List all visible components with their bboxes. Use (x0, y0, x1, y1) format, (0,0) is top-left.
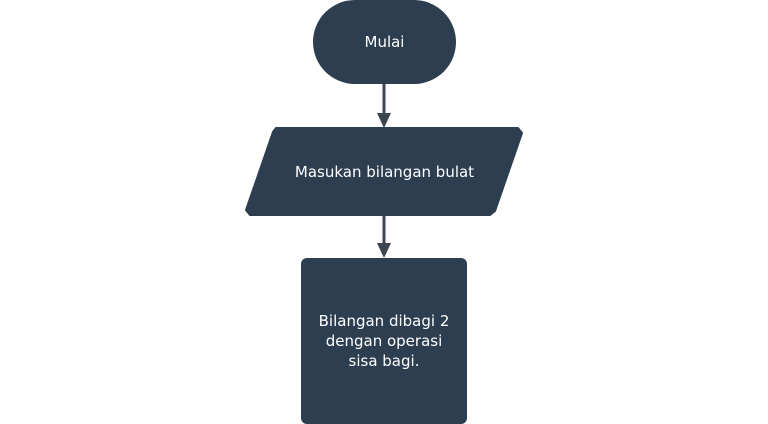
arrow-input-to-process (377, 215, 391, 258)
input-label: Masukan bilangan bulat (294, 162, 475, 181)
process-label: Bilangan dibagi 2 dengan operasi sisa ba… (318, 312, 450, 370)
input-parallelogram-shape (245, 127, 523, 216)
process-node: Bilangan dibagi 2 dengan operasi sisa ba… (301, 258, 467, 424)
start-node: Mulai (313, 0, 456, 84)
input-node: Masukan bilangan bulat (246, 128, 523, 215)
arrow-start-to-input (377, 84, 391, 128)
start-label: Mulai (364, 33, 405, 51)
